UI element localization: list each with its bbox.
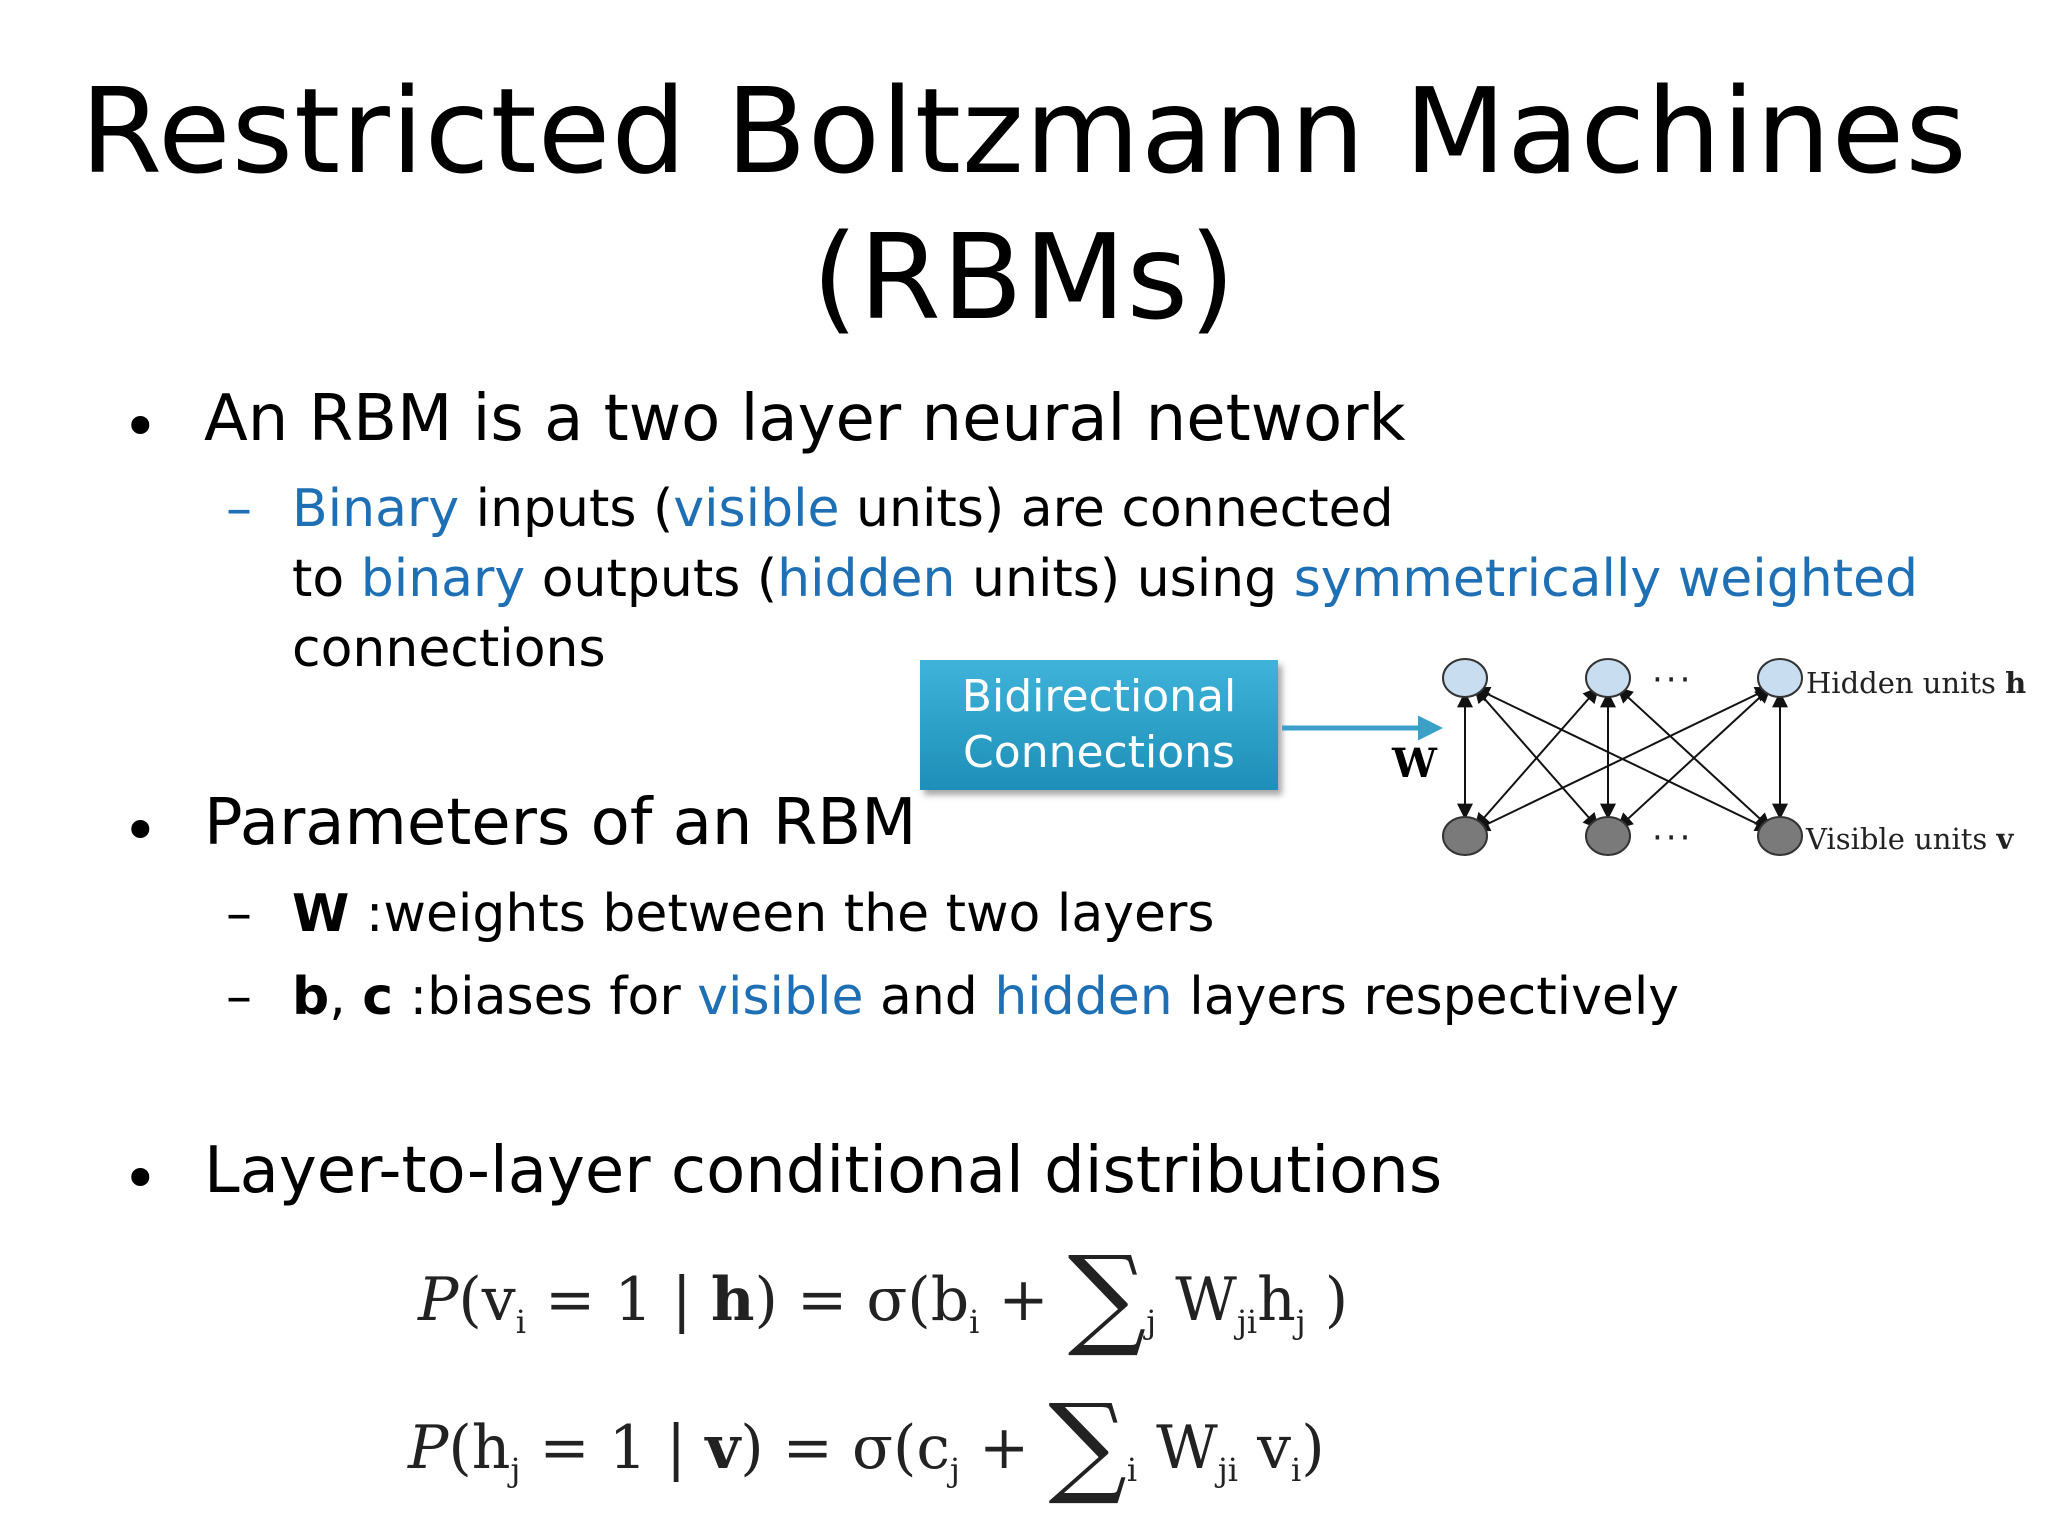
eq-symbol: h (710, 1265, 755, 1335)
eq-subscript: j (1146, 1303, 1157, 1341)
term-hidden-2: hidden (994, 967, 1173, 1027)
text-fragment: outputs ( (525, 549, 778, 609)
sub-bullet-dash: – (226, 479, 252, 539)
bullet-2-text: Parameters of an RBM (204, 786, 917, 860)
eq-fragment: + (959, 1413, 1049, 1483)
visible-node (1585, 816, 1631, 856)
eq-subscript: j (949, 1451, 960, 1489)
eq-subscript: i (1126, 1451, 1138, 1489)
slide-title: Restricted Boltzmann Machines (RBMs) (0, 58, 2048, 350)
rbm-diagram (1282, 658, 1803, 856)
bidirectional-connections-callout: Bidirectional Connections (920, 660, 1278, 790)
hidden-units-text: Hidden units (1806, 666, 2006, 700)
hidden-units-symbol: h (2005, 666, 2027, 700)
text-fragment: and (863, 967, 995, 1027)
bullet-1-sub-line-2: to binary outputs (hidden units) using s… (292, 544, 1918, 614)
text-fragment: layers respectively (1172, 967, 1680, 1027)
visible-node (1442, 816, 1488, 856)
eq-subscript: j (510, 1451, 521, 1489)
eq-fragment: ) (1305, 1265, 1349, 1335)
callout-line-1: Bidirectional (961, 671, 1237, 722)
eq-fragment: ) = σ(b (754, 1265, 970, 1335)
eq-fragment: = 1 | (525, 1265, 711, 1335)
eq-fragment: (h (448, 1413, 511, 1483)
eq-symbol: P (418, 1265, 459, 1335)
eq-fragment: v (1238, 1413, 1291, 1483)
sub-bullet-dash: – (226, 884, 252, 944)
bullet-1-sub-line-1: Binary inputs (visible units) are connec… (292, 474, 1394, 544)
weight-label-w: W (1392, 740, 1437, 787)
term-hidden: hidden (777, 549, 956, 609)
title-line-2: (RBMs) (811, 208, 1237, 346)
callout-line-2: Connections (963, 727, 1235, 778)
eq-symbol: v (705, 1413, 741, 1483)
bullet-dot-1: • (122, 390, 159, 463)
eq-subscript: i (515, 1303, 526, 1341)
hidden-node (1757, 658, 1803, 698)
hidden-node (1585, 658, 1631, 698)
visible-node (1757, 816, 1803, 856)
connections (1457, 686, 1788, 831)
text-fragment: to (292, 549, 361, 609)
hidden-ellipsis: ··· (1652, 660, 1694, 700)
bullet-2-sub-1: W :weights between the two layers (292, 879, 1214, 949)
eq-fragment: ) = σ(c (740, 1413, 950, 1483)
term-visible: visible (673, 479, 840, 539)
symbol-w: W (292, 884, 350, 944)
summation-symbol: ∑ (1067, 1232, 1147, 1360)
term-symmetrically-weighted: symmetrically weighted (1293, 549, 1919, 609)
text-fragment: units) using (955, 549, 1294, 609)
eq-subscript: ji (1217, 1451, 1238, 1489)
visible-units-label: Visible units v (1806, 822, 2013, 856)
symbol-b: b (292, 967, 330, 1027)
eq-subscript: ji (1236, 1303, 1258, 1341)
bullet-1-sub-line-3: connections (292, 619, 606, 679)
text-fragment: , (329, 967, 363, 1027)
term-visible-2: visible (697, 967, 864, 1027)
visible-units-symbol: v (1996, 822, 2014, 856)
text-fragment: :weights between the two layers (349, 884, 1215, 944)
visible-ellipsis: ··· (1652, 818, 1694, 858)
term-binary: Binary (292, 479, 460, 539)
summation-symbol: ∑ (1048, 1380, 1127, 1508)
equation-visible-given-hidden: P(vi = 1 | h) = σ(bi + ∑j Wjihj ) (418, 1236, 1348, 1382)
title-line-1: Restricted Boltzmann Machines (80, 62, 1968, 200)
equation-hidden-given-visible: P(hj = 1 | v) = σ(cj + ∑i Wji vi) (408, 1384, 1325, 1530)
text-fragment: inputs ( (459, 479, 674, 539)
symbol-c: c (362, 967, 394, 1027)
eq-fragment: = 1 | (520, 1413, 706, 1483)
text-fragment: units) are connected (839, 479, 1394, 539)
term-binary-2: binary (360, 549, 526, 609)
eq-subscript: i (1290, 1451, 1302, 1489)
bullet-2-sub-2: b, c :biases for visible and hidden laye… (292, 962, 1679, 1032)
sub-bullet-dash: – (226, 967, 252, 1027)
text-fragment: :biases for (393, 967, 698, 1027)
eq-fragment: W (1156, 1265, 1237, 1335)
bullet-dot-2: • (122, 794, 159, 867)
visible-units-text: Visible units (1806, 822, 1997, 856)
eq-fragment: ) (1301, 1413, 1325, 1483)
eq-fragment: h (1257, 1265, 1296, 1335)
eq-symbol: P (408, 1413, 449, 1483)
eq-subscript: i (969, 1303, 980, 1341)
eq-subscript: j (1295, 1303, 1306, 1341)
bullet-3-text: Layer-to-layer conditional distributions (204, 1134, 1443, 1208)
hidden-node (1442, 658, 1488, 698)
bullet-1-text: An RBM is a two layer neural network (204, 382, 1406, 456)
eq-fragment: W (1137, 1413, 1218, 1483)
hidden-units-label: Hidden units h (1806, 666, 2026, 700)
bullet-dot-3: • (122, 1142, 159, 1215)
eq-fragment: (v (458, 1265, 516, 1335)
eq-fragment: + (979, 1265, 1068, 1335)
